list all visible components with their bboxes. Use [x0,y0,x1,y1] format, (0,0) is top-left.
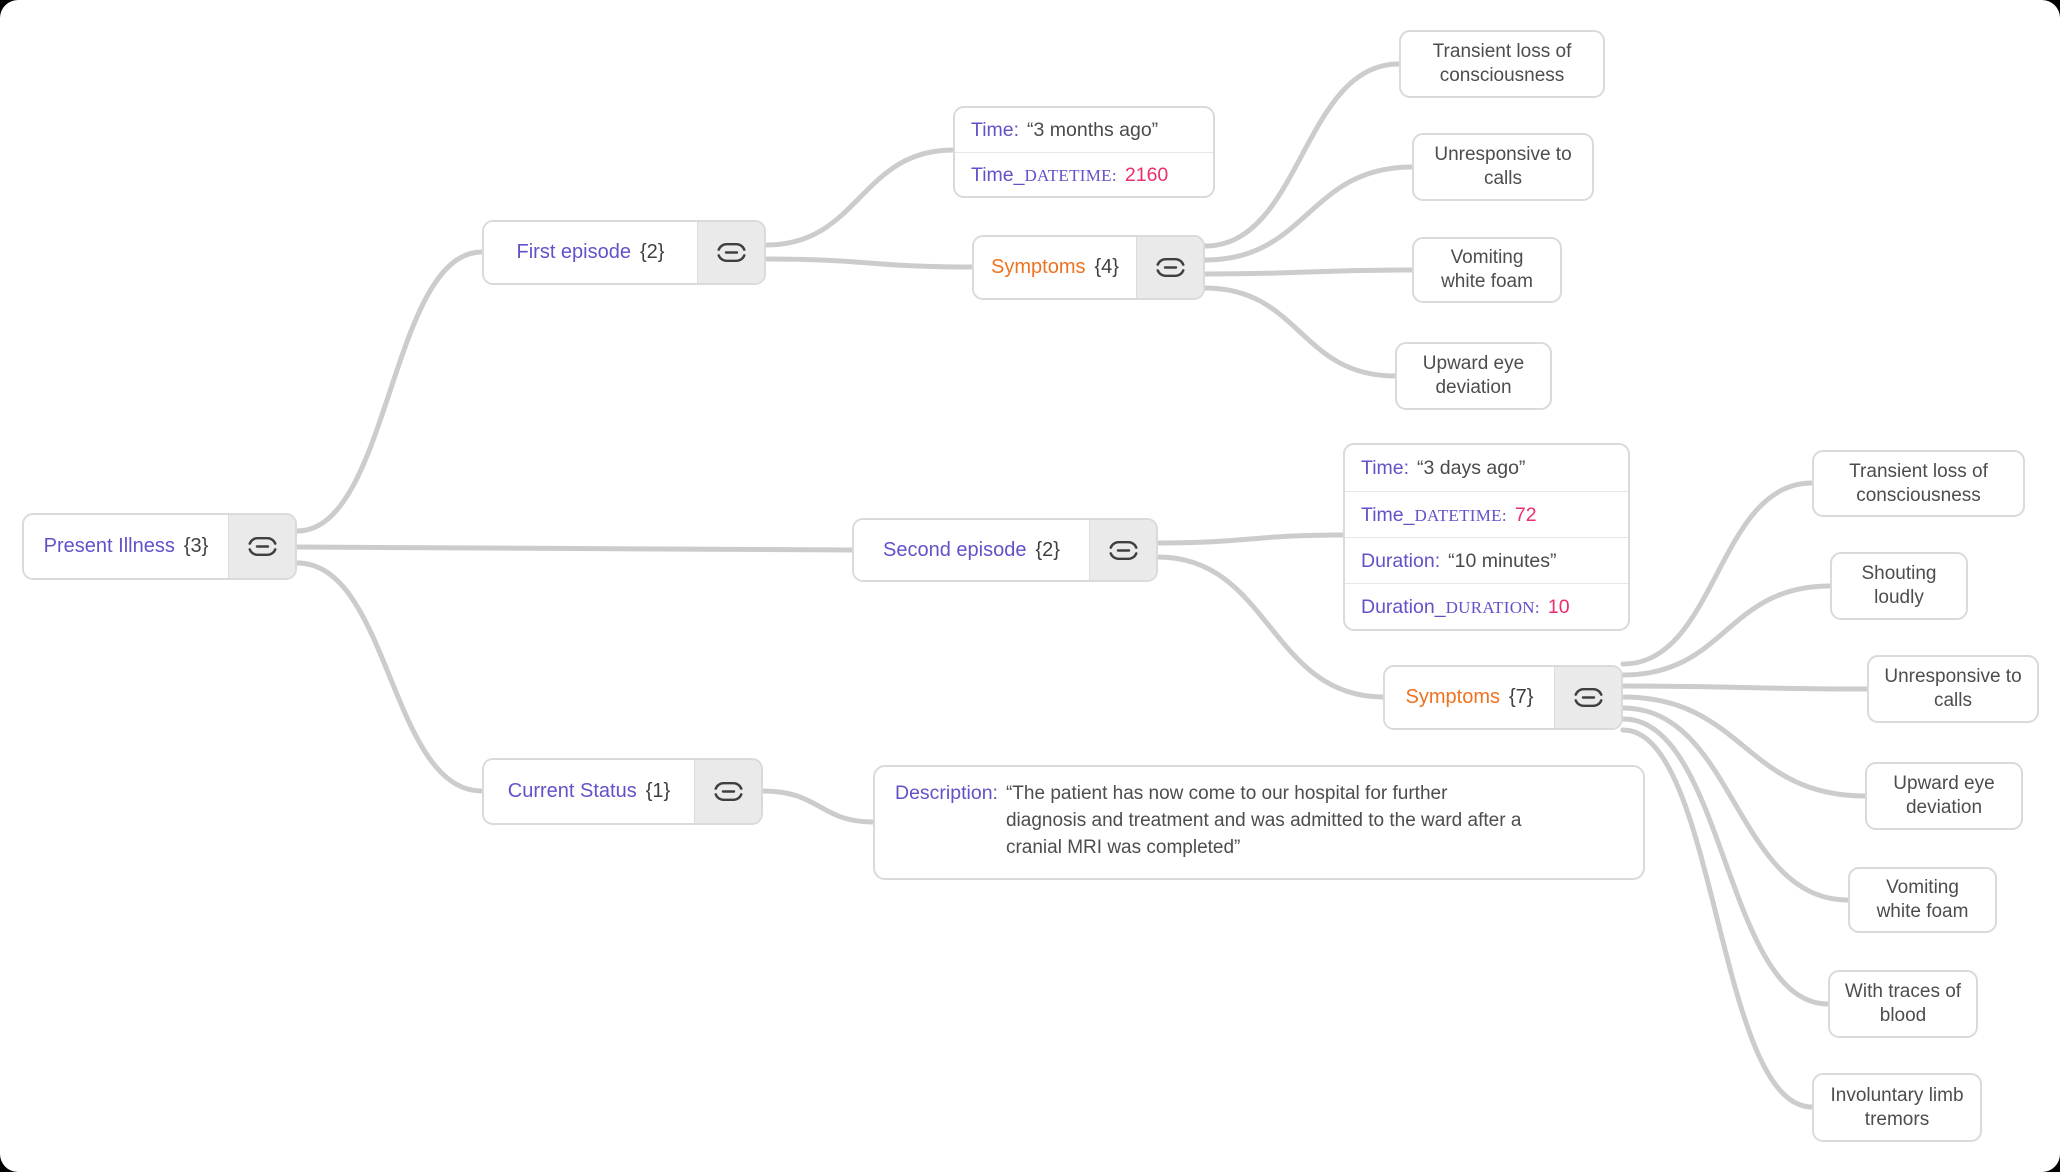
leaf-label: Unresponsive to calls [1434,144,1572,189]
leaf-label: Upward eye deviation [1893,773,1995,818]
field-value: 2160 [1124,164,1169,186]
description-text: “The patient has now come to our hospita… [1005,783,1522,858]
second-episode-label: Second episode [883,538,1027,561]
connector [1155,554,1386,700]
field-value: “3 days ago” [1417,457,1526,479]
current-status-node[interactable]: Current Status {1} [482,758,763,825]
connector [294,544,855,553]
leaf-node[interactable]: Transient loss of consciousness [1812,450,2025,517]
root-count: {3} [183,535,209,557]
connector [1620,727,1815,1110]
field-row: Time: “3 months ago” [955,108,1213,152]
second-episode-count: {2} [1035,538,1060,561]
field-label: Duration: [1361,550,1441,572]
field-label-caps: DATETIME: [1414,506,1507,525]
connector [1155,532,1346,546]
leaf-node[interactable]: Unresponsive to calls [1867,655,2039,723]
connector [294,249,485,534]
current-status-label-area: Current Status {1} [484,760,694,823]
second-symptoms-node[interactable]: Symptoms {7} [1383,665,1623,730]
field-row: Duration: “10 minutes” [1345,537,1628,583]
leaf-node[interactable]: Shouting loudly [1830,552,1968,620]
leaf-node[interactable]: Upward eye deviation [1395,342,1552,410]
link-icon[interactable] [228,515,295,578]
leaf-label: Unresponsive to calls [1884,666,2022,711]
leaf-label: Transient loss of consciousness [1432,41,1572,86]
field-label: Time: [1361,457,1410,479]
first-symptoms-count: {4} [1094,256,1119,278]
leaf-label: Vomiting white foam [1441,247,1533,292]
field-label: Time: [971,119,1020,141]
second-episode-label-area: Second episode {2} [854,520,1089,580]
field-row: Time_DATETIME: 72 [1345,491,1628,537]
first-episode-label-area: First episode {2} [484,222,697,283]
connector [763,147,956,248]
link-icon[interactable] [697,222,764,283]
field-label: Time_ [1361,504,1415,526]
field-value: 10 [1547,596,1570,618]
leaf-node[interactable]: Involuntary limb tremors [1812,1073,1982,1142]
connector [1620,480,1815,667]
connector [1202,267,1415,277]
field-value: “10 minutes” [1448,550,1557,572]
leaf-label: Transient loss of consciousness [1849,460,1988,506]
first-symptoms-label-area: Symptoms {4} [974,237,1136,298]
second-symptoms-label-area: Symptoms {7} [1385,667,1554,728]
leaf-node[interactable]: With traces of blood [1828,970,1978,1038]
root-node[interactable]: Present Illness {3} [22,513,297,580]
leaf-label: Shouting loudly [1861,563,1937,608]
leaf-label: Vomiting white foam [1876,877,1969,922]
connector [1620,705,1851,903]
first-episode-label: First episode [516,241,632,263]
leaf-node[interactable]: Unresponsive to calls [1412,133,1594,201]
leaf-node[interactable]: Vomiting white foam [1848,867,1997,933]
leaf-node[interactable]: Transient loss of consciousness [1399,30,1605,98]
second-symptoms-label: Symptoms [1405,686,1500,708]
leaf-label: Involuntary limb tremors [1830,1084,1964,1130]
first-symptoms-label: Symptoms [991,256,1086,278]
first-episode-count: {2} [640,241,665,263]
field-label-caps: DURATION: [1445,598,1540,617]
link-icon[interactable] [1554,667,1621,728]
connector [1620,683,1870,692]
second-episode-node[interactable]: Second episode {2} [852,518,1158,582]
link-icon[interactable] [1089,520,1156,580]
root-label: Present Illness [43,535,175,557]
connector [763,256,975,270]
connector [1620,583,1833,678]
current-status-label: Current Status [507,780,637,802]
field-label-caps: DATETIME: [1024,166,1117,185]
connector [1202,285,1398,379]
leaf-node[interactable]: Vomiting white foam [1412,237,1562,303]
second-episode-time-card[interactable]: Time: “3 days ago” Time_DATETIME: 72 Durat… [1343,443,1630,631]
field-row: Duration_DURATION: 10 [1345,583,1628,629]
connector [1202,164,1415,263]
first-symptoms-node[interactable]: Symptoms {4} [972,235,1205,300]
link-icon[interactable] [1136,237,1203,298]
connector [1202,61,1402,249]
field-row: Time: “3 days ago” [1345,445,1628,491]
second-symptoms-count: {7} [1508,686,1534,708]
first-episode-node[interactable]: First episode {2} [482,220,766,285]
first-episode-time-card[interactable]: Time: “3 months ago” Time_DATETIME: 2160 [953,106,1215,198]
connector [294,560,485,794]
field-value: “3 months ago” [1027,119,1159,141]
description-card[interactable]: Description: “The patient has now come t… [873,765,1645,880]
leaf-label: With traces of blood [1844,981,1962,1026]
connector [1620,716,1831,1007]
connector [1620,694,1868,799]
link-icon[interactable] [694,760,761,823]
field-row: Time_DATETIME: 2160 [955,152,1213,196]
current-status-count: {1} [645,780,671,802]
connector [760,788,876,825]
field-label: Duration_ [1361,596,1446,618]
leaf-label: Upward eye deviation [1422,353,1525,398]
field-value: 72 [1514,504,1537,526]
root-label-area: Present Illness {3} [24,515,228,578]
field-label: Time_ [971,164,1025,186]
leaf-node[interactable]: Upward eye deviation [1865,762,2023,830]
description-label: Description: [895,782,998,804]
